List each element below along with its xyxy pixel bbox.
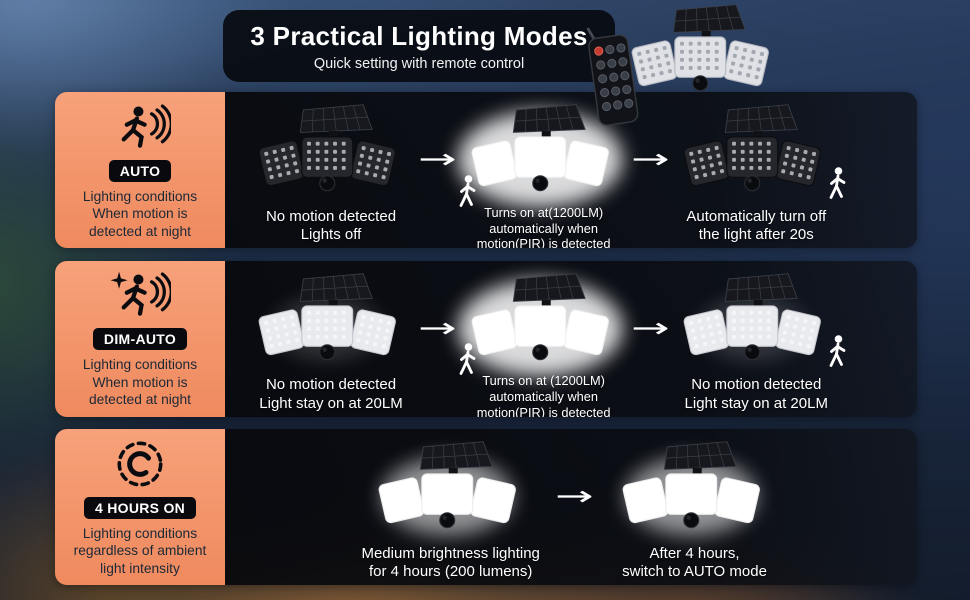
dim-motion-detection-icon — [109, 268, 171, 322]
remote-control-image — [579, 21, 650, 137]
mode-description: Lighting conditions regardless of ambien… — [73, 525, 207, 576]
page-title: 3 Practical Lighting Modes — [250, 20, 588, 51]
step-caption: Turns on at (1200LM) automatically when … — [476, 373, 611, 417]
mode-card: DIM-AUTO Lighting conditions When motion… — [55, 260, 225, 417]
security-light-image — [365, 435, 537, 555]
arrow-right-icon: → — [630, 312, 670, 344]
mode-badge: AUTO — [108, 159, 172, 182]
step-caption: After 4 hours, switch to AUTO mode — [622, 544, 767, 581]
step: After 4 hours, switch to AUTO mode — [609, 435, 781, 581]
step-caption: No motion detected Light stay on at 20LM — [684, 376, 828, 412]
step: No motion detected Lights off — [245, 98, 417, 244]
page-subtitle: Quick setting with remote control — [313, 55, 525, 72]
security-light-image — [245, 267, 417, 387]
security-light-image — [670, 98, 842, 218]
step: Turns on at (1200LM) automatically when … — [457, 267, 630, 417]
motion-detection-icon — [109, 100, 171, 154]
mode-description: Lighting conditions When motion is detec… — [82, 188, 198, 239]
lighting-steps-panel: Medium brightness lighting for 4 hours (… — [225, 429, 917, 585]
security-light-image — [457, 267, 630, 387]
security-light-image — [670, 267, 842, 387]
step: No motion detected Light stay on at 20LM — [245, 267, 417, 413]
pedestrian-icon — [824, 166, 850, 204]
mode-card: AUTO Lighting conditions When motion is … — [55, 92, 225, 248]
step: Automatically turn off the light after 2… — [670, 98, 846, 244]
step-caption: Turns on at(1200LM) automatically when m… — [476, 204, 611, 248]
step-caption: No motion detected Light stay on at 20LM — [259, 376, 403, 412]
mode-row-dim-auto: DIM-AUTO Lighting conditions When motion… — [55, 260, 917, 417]
mode-badge: DIM-AUTO — [92, 328, 188, 351]
arrow-right-icon: → — [418, 144, 457, 175]
step-caption: Medium brightness lighting for 4 hours (… — [361, 544, 540, 581]
step-caption: Automatically turn off the light after 2… — [686, 207, 827, 244]
pedestrian-icon — [454, 174, 480, 212]
ambient-light-sun-icon — [109, 437, 171, 491]
step: Medium brightness lighting for 4 hours (… — [361, 435, 540, 581]
title-banner: 3 Practical Lighting Modes Quick setting… — [223, 10, 615, 82]
step-caption: No motion detected Lights off — [265, 207, 397, 244]
mode-row-4-hours-on: 4 HOURS ON Lighting conditions regardles… — [55, 429, 917, 585]
arrow-right-icon: → — [554, 481, 594, 512]
step: No motion detected Light stay on at 20LM — [670, 267, 846, 413]
lighting-steps-panel: No motion detected Lights off → — [225, 92, 917, 248]
security-light-image — [245, 98, 417, 218]
mode-description: Lighting conditions When motion is detec… — [82, 357, 198, 408]
mode-badge: 4 HOURS ON — [83, 496, 197, 519]
mode-card: 4 HOURS ON Lighting conditions regardles… — [55, 429, 225, 585]
product-hero — [586, 2, 769, 126]
security-light-image — [457, 98, 630, 218]
header: 3 Practical Lighting Modes Quick setting… — [0, 4, 970, 126]
pedestrian-icon — [824, 334, 850, 372]
mode-row-auto: AUTO Lighting conditions When motion is … — [55, 92, 917, 248]
arrow-right-icon: → — [418, 312, 457, 344]
security-light-image — [609, 435, 781, 555]
modes-list: AUTO Lighting conditions When motion is … — [55, 92, 917, 598]
pedestrian-icon — [454, 342, 480, 380]
arrow-right-icon: → — [630, 144, 670, 175]
lighting-steps-panel: No motion detected Light stay on at 20LM… — [225, 260, 917, 417]
hero-light-image — [618, 0, 790, 118]
step: Turns on at(1200LM) automatically when m… — [457, 98, 630, 248]
